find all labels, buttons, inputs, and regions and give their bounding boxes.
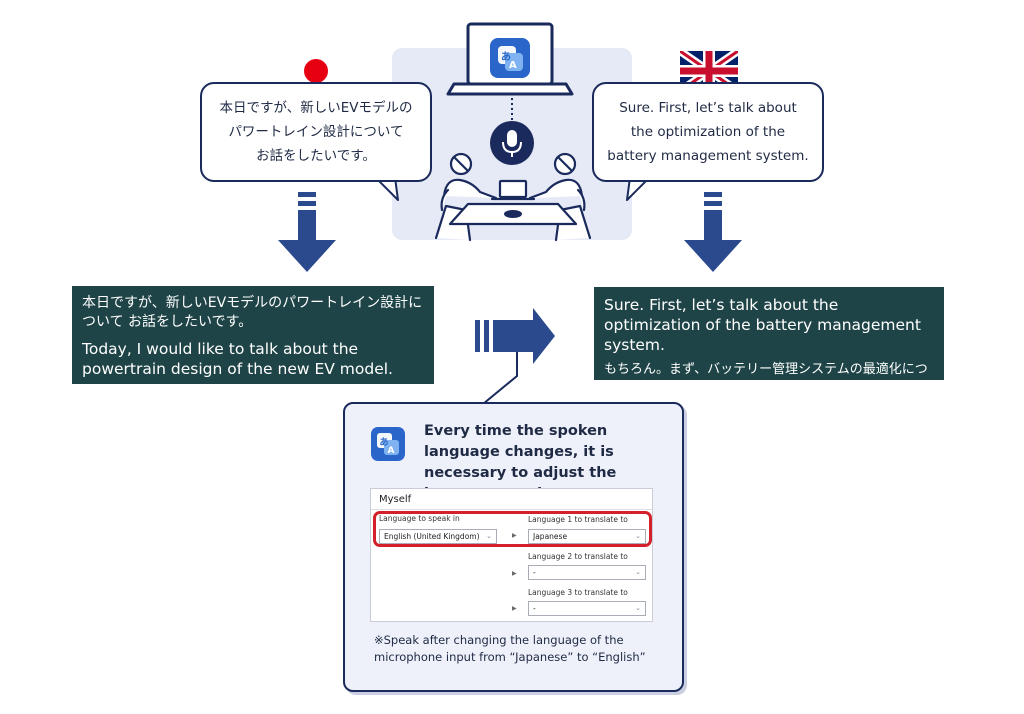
svg-text:A: A	[509, 60, 517, 71]
translated-text: もちろん。まず、バッテリー管理システムの最適化についてお話ししましょう。	[604, 362, 928, 395]
chevron-down-icon: ⌄	[635, 568, 641, 576]
translate-language-1-label: Language 1 to translate to	[528, 515, 628, 524]
chevron-down-icon: ⌄	[635, 532, 641, 540]
translate-language-3-label: Language 3 to translate to	[528, 588, 628, 597]
chevron-down-icon: ⌄	[635, 604, 641, 612]
bubble-line: Sure. First, let’s talk about	[619, 100, 797, 116]
arrow-right-icon: ▶	[512, 605, 517, 612]
right-arrow-connector	[475, 308, 555, 405]
translate-language-2-value: -	[533, 568, 536, 577]
svg-text:A: A	[388, 446, 395, 456]
speak-language-label: Language to speak in	[379, 514, 460, 523]
svg-text:あ: あ	[501, 50, 511, 63]
instruction-note: ※Speak after changing the language of th…	[374, 633, 646, 664]
settings-section-title: Myself	[379, 494, 412, 505]
translate-language-3-value: -	[533, 604, 536, 613]
original-text: Sure. First, let’s talk about the optimi…	[604, 296, 921, 354]
speak-language-select[interactable]: English (United Kingdom) ⌄	[379, 529, 497, 544]
arrow-right-icon: ▶	[512, 532, 517, 539]
original-text: 本日ですが、新しいEVモデルのパワートレイン設計について お話をしたいです。	[82, 295, 423, 330]
bubble-line: お話をしたいです。	[256, 148, 376, 164]
translation-result-right: Sure. First, let’s talk about the optimi…	[594, 287, 944, 395]
bubble-line: battery management system.	[607, 148, 809, 164]
translate-language-2-label: Language 2 to translate to	[528, 552, 628, 561]
translate-language-2-select[interactable]: - ⌄	[528, 565, 646, 580]
translate-language-1-select[interactable]: Japanese ⌄	[528, 529, 646, 544]
divider	[371, 509, 652, 510]
translator-app-icon: あ A	[371, 427, 405, 461]
highlight-box	[373, 511, 652, 547]
arrow-right-icon: ▶	[512, 570, 517, 577]
speak-language-value: English (United Kingdom)	[384, 532, 480, 541]
meeting-people-illustration	[434, 152, 592, 242]
bubble-line: パワートレイン設計について	[228, 124, 404, 140]
language-settings-card: Myself Language to speak in English (Uni…	[370, 488, 653, 622]
down-arrow-left	[278, 192, 336, 272]
down-arrow-right	[684, 192, 742, 272]
translate-language-3-select[interactable]: - ⌄	[528, 601, 646, 616]
translate-language-1-value: Japanese	[533, 532, 568, 541]
microphone-icon	[490, 121, 534, 165]
bubble-line: 本日ですが、新しいEVモデルの	[219, 100, 413, 116]
translation-result-left: 本日ですが、新しいEVモデルのパワートレイン設計について お話をしたいです。 T…	[72, 286, 434, 384]
translated-text: Today, I would like to talk about the po…	[82, 340, 393, 378]
chevron-down-icon: ⌄	[486, 532, 492, 540]
speech-bubble-english: Sure. First, let’s talk about the optimi…	[592, 82, 824, 182]
svg-text:あ: あ	[380, 437, 389, 448]
speech-bubble-japanese: 本日ですが、新しいEVモデルの パワートレイン設計について お話をしたいです。	[200, 82, 432, 182]
translator-app-icon: あ A	[490, 38, 530, 78]
bubble-line: the optimization of the	[630, 124, 786, 140]
